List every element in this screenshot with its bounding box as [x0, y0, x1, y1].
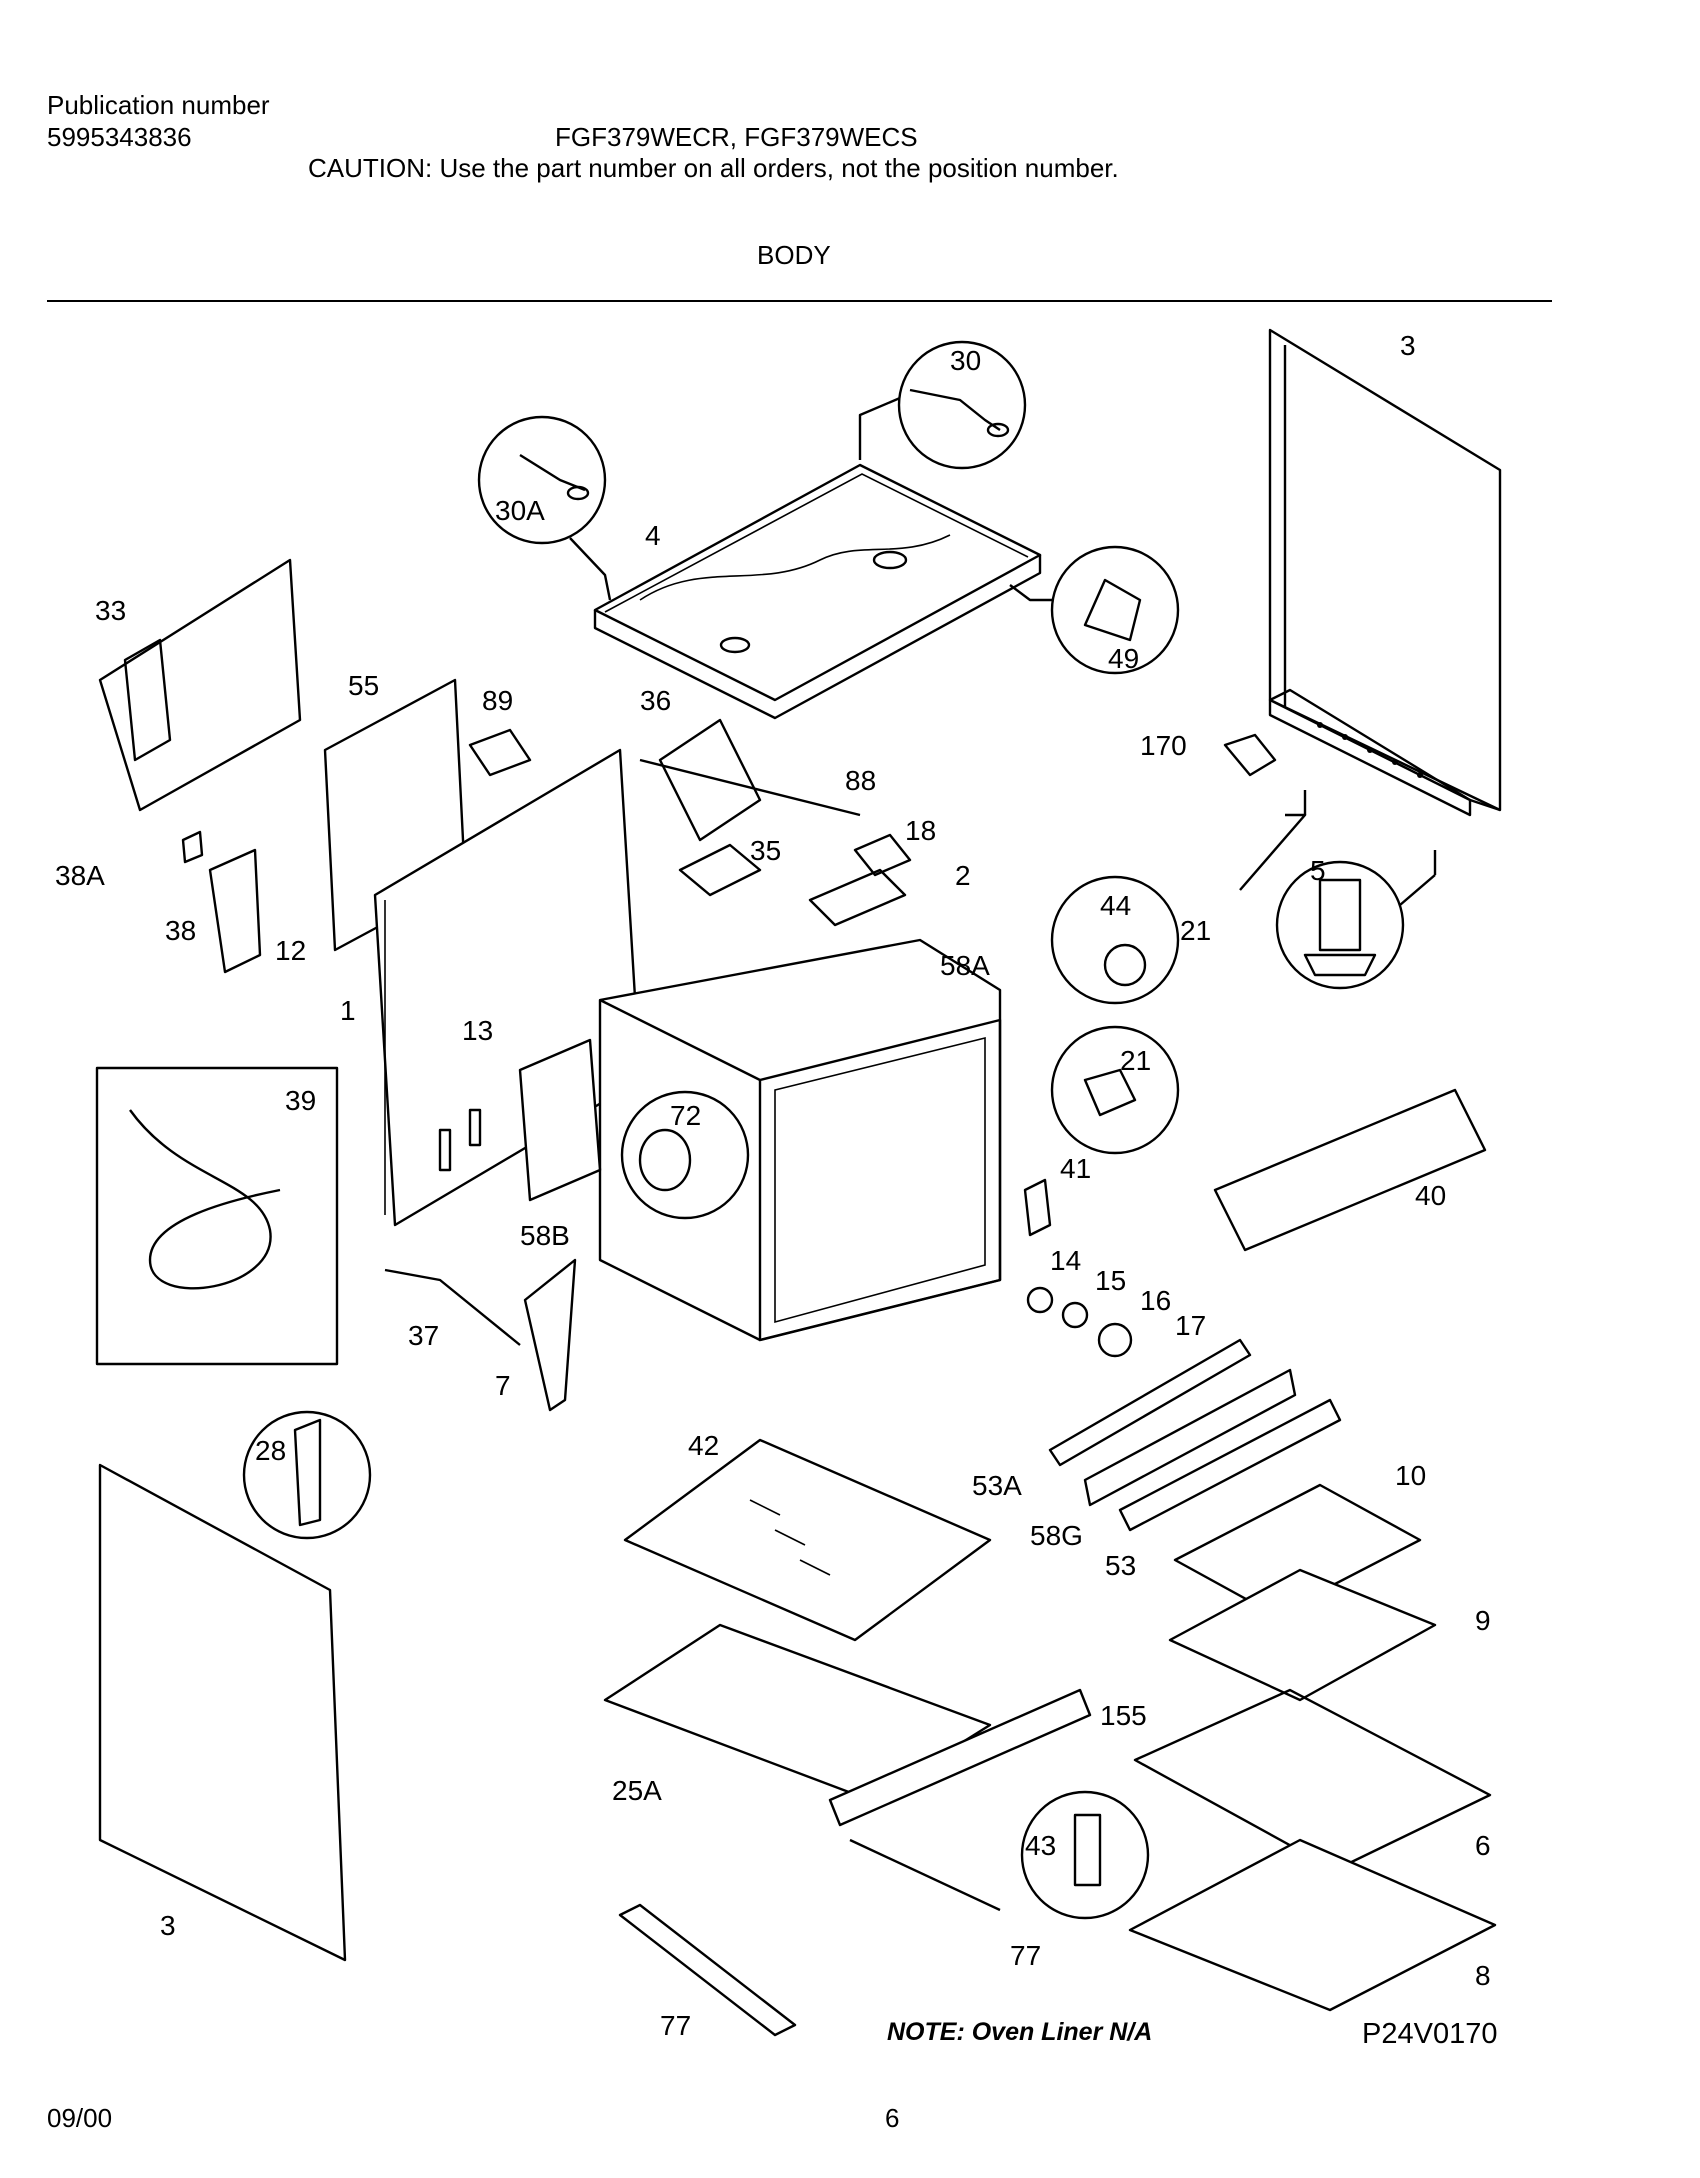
part-49-detail-circle [1050, 545, 1180, 675]
callout-58A: 58A [940, 950, 990, 981]
callout-3-top: 3 [1400, 330, 1416, 361]
callout-3-bottom: 3 [160, 1910, 176, 1941]
figure-code: P24V0170 [1362, 2018, 1498, 2050]
part-8-broiler-pan [1128, 1838, 1497, 2012]
part-21-detail-circle [1050, 1025, 1180, 1155]
section-title: BODY [757, 240, 831, 270]
callout-13: 13 [462, 1015, 493, 1046]
callout-55: 55 [348, 670, 379, 701]
callout-38: 38 [165, 915, 196, 946]
part-40-tray [1213, 1088, 1487, 1252]
callout-5: 5 [1310, 855, 1326, 886]
callout-155: 155 [1100, 1700, 1147, 1731]
callout-77-a: 77 [1010, 1940, 1041, 1971]
callout-58B: 58B [520, 1220, 570, 1251]
callout-88: 88 [845, 765, 876, 796]
callout-14: 14 [1050, 1245, 1081, 1276]
callout-170: 170 [1140, 730, 1187, 761]
callout-25A: 25A [612, 1775, 662, 1806]
part-44-detail-circle [1050, 875, 1180, 1005]
model-numbers: FGF379WECR, FGF379WECS [555, 122, 918, 152]
part-43-detail-circle [1020, 1790, 1150, 1920]
callout-41: 41 [1060, 1153, 1091, 1184]
callout-2: 2 [955, 860, 971, 891]
callout-1: 1 [340, 995, 356, 1026]
oven-liner-note: NOTE: Oven Liner N/A [887, 2018, 1153, 2046]
part-5-detail-circle [1275, 860, 1405, 990]
part-28-detail-circle [242, 1410, 372, 1540]
part-9-pan [1168, 1568, 1437, 1702]
publication-number: 5995343836 [47, 122, 192, 152]
part-30A-detail-circle [477, 415, 607, 545]
callout-44: 44 [1100, 890, 1131, 921]
callout-15: 15 [1095, 1265, 1126, 1296]
callout-42: 42 [688, 1430, 719, 1461]
oven-cavity-part [598, 938, 1002, 1342]
callout-8: 8 [1475, 1960, 1491, 1991]
callout-38A: 38A [55, 860, 105, 891]
callout-16: 16 [1140, 1285, 1171, 1316]
callout-39: 39 [285, 1085, 316, 1116]
part-42-panel [623, 1438, 992, 1642]
callout-21-b: 21 [1120, 1045, 1151, 1076]
callout-30: 30 [950, 345, 981, 376]
callout-58G: 58G [1030, 1520, 1083, 1551]
part-10-grid [1173, 1483, 1422, 1617]
right-side-panel-part [1268, 328, 1502, 817]
page-number: 6 [885, 2103, 900, 2133]
callout-33: 33 [95, 595, 126, 626]
callout-77-b: 77 [660, 2010, 691, 2041]
top-panel-part [593, 463, 1042, 720]
callout-17: 17 [1175, 1310, 1206, 1341]
callout-9: 9 [1475, 1605, 1491, 1636]
callout-37: 37 [408, 1320, 439, 1351]
publication-label: Publication number [47, 90, 270, 120]
callout-43: 43 [1025, 1830, 1056, 1861]
header-rule [47, 300, 1552, 302]
callout-4: 4 [645, 520, 661, 551]
callout-30A: 30A [495, 495, 545, 526]
callout-53: 53 [1105, 1550, 1136, 1581]
callout-35: 35 [750, 835, 781, 866]
part-25A-frame [603, 1623, 992, 1802]
callout-6: 6 [1475, 1830, 1491, 1861]
callout-21-a: 21 [1180, 915, 1211, 946]
callout-53A: 53A [972, 1470, 1022, 1501]
callout-36: 36 [640, 685, 671, 716]
callout-12: 12 [275, 935, 306, 966]
callout-7: 7 [495, 1370, 511, 1401]
callout-40: 40 [1415, 1180, 1446, 1211]
footer-date: 09/00 [47, 2103, 113, 2133]
caution-note: CAUTION: Use the part number on all orde… [308, 153, 1119, 183]
callout-89: 89 [482, 685, 513, 716]
callout-72: 72 [670, 1100, 701, 1131]
callout-49: 49 [1108, 643, 1139, 674]
left-side-panel-part [98, 1463, 347, 1962]
callout-10: 10 [1395, 1460, 1426, 1491]
rear-panel-part [98, 558, 302, 812]
part-6-rack [1133, 1688, 1492, 1872]
callout-18: 18 [905, 815, 936, 846]
callout-28: 28 [255, 1435, 286, 1466]
